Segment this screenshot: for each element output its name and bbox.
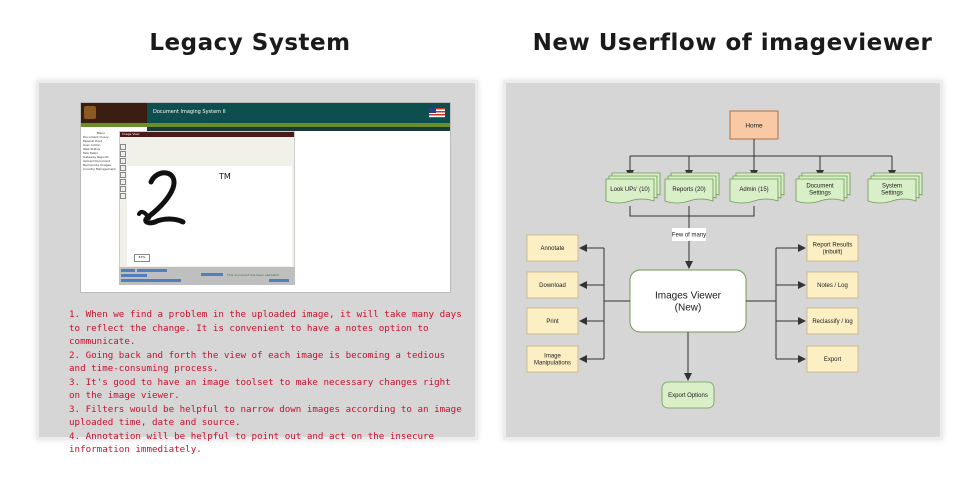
export-options-label: Export Options: [668, 393, 708, 399]
left-tool-node: [526, 271, 579, 299]
note-item: 1. When we find a problem in the uploade…: [69, 309, 462, 347]
tool-icon[interactable]: [120, 172, 126, 178]
legacy-footer-button[interactable]: [121, 274, 147, 277]
right-tool-label: Reclassify / log: [812, 319, 852, 325]
legacy-menu: Menu Document Query Paperal Print User A…: [83, 131, 119, 171]
legacy-menu-item[interactable]: Country Management: [83, 167, 116, 171]
legacy-menu-item[interactable]: Barnacode Images: [83, 163, 111, 167]
legacy-panel-title: Image View: [122, 132, 140, 136]
section-node: [729, 178, 779, 204]
section-node: [795, 178, 845, 204]
tool-icon[interactable]: [120, 165, 126, 171]
right-tool-node: [806, 307, 859, 335]
note-item: 2. Going back and forth the view of each…: [69, 349, 446, 375]
right-tool-node: [806, 271, 859, 299]
right-tool-node: [806, 234, 859, 262]
right-tool-label: Notes / Log: [817, 283, 848, 289]
legacy-logo: [81, 103, 147, 123]
section-node: [605, 178, 655, 204]
section-label: Admin (15): [739, 187, 768, 193]
section-node: [664, 178, 714, 204]
note-item: 3. It's good to have an image toolset to…: [69, 376, 451, 402]
legacy-menu-item[interactable]: Gateway Reports: [83, 155, 109, 159]
legacy-status-text: This document has been validated: [227, 273, 279, 277]
legacy-menu-item[interactable]: Document Query: [83, 135, 109, 139]
legacy-menu-item[interactable]: Upload Document: [83, 159, 111, 163]
note-item: 4. Annotation will be helpful to point o…: [69, 430, 435, 456]
legacy-footer-toolbar: This document has been validated: [119, 267, 295, 285]
left-tool-node: [526, 307, 579, 335]
legacy-zoom-field[interactable]: 67%: [134, 254, 150, 262]
few-of-many-label: Few of many: [672, 233, 706, 239]
tool-icon[interactable]: [120, 158, 126, 164]
legacy-app-title: Document Imaging System II: [153, 109, 226, 115]
left-tool-label: Download: [539, 283, 566, 289]
left-tool-node: [526, 345, 579, 373]
home-node: [729, 110, 779, 140]
legacy-image-view-header: [120, 132, 294, 137]
legacy-sub-bar: [147, 127, 450, 131]
home-label: Home: [745, 122, 763, 129]
section-label: Look UPs' (10): [610, 187, 650, 193]
legacy-menu-item[interactable]: Web Status: [83, 147, 101, 151]
tm-mark: TM: [219, 172, 231, 181]
left-tool-label: Print: [546, 319, 559, 325]
legacy-image-view: Image View TM 67%: [119, 131, 295, 281]
legacy-footer-button[interactable]: [269, 279, 289, 282]
legacy-menu-title: Menu: [96, 131, 106, 135]
userflow-panel: [503, 80, 943, 440]
section-label: Reports (20): [672, 187, 705, 193]
tool-icon[interactable]: [120, 186, 126, 192]
legacy-system-heading: Legacy System: [149, 30, 351, 56]
tool-icon[interactable]: [120, 179, 126, 185]
right-tool-label: Report Results(inbuilt): [813, 243, 853, 256]
legacy-footer-button[interactable]: [201, 273, 223, 276]
images-viewer-label: Images Viewer(New): [655, 291, 722, 314]
legacy-accent-bar: [81, 123, 450, 127]
right-tool-label: Export: [824, 357, 842, 363]
right-tool-node: [806, 345, 859, 373]
left-tool-node: [526, 234, 579, 262]
note-item: 3. Filters would be helpful to narrow do…: [69, 403, 462, 429]
pain-points-notes: 1. When we find a problem in the uploade…: [69, 308, 464, 457]
legacy-footer-button[interactable]: [121, 279, 181, 282]
handwritten-two-image: [137, 170, 186, 226]
left-tool-label: Annotate: [540, 246, 565, 252]
section-node: [867, 178, 917, 204]
legacy-menu-item[interactable]: Paperal Print: [83, 139, 103, 143]
few-of-many-tag: [672, 228, 706, 241]
shield-logo-icon: [84, 106, 96, 119]
legacy-menu-item[interactable]: Tele Tasks: [83, 151, 98, 155]
legacy-header-bar: [81, 103, 450, 123]
section-merge-line: [629, 206, 755, 217]
legacy-document-image: TM: [127, 166, 292, 266]
export-options-node: [661, 381, 715, 409]
new-userflow-heading: New Userflow of imageviewer: [532, 30, 933, 56]
legacy-image-toolbar: [120, 144, 126, 224]
tool-icon[interactable]: [120, 144, 126, 150]
legacy-footer-button[interactable]: [137, 269, 167, 272]
legacy-menu-item[interactable]: User Admin: [83, 143, 101, 147]
flag-icon: [429, 108, 445, 118]
legacy-footer-button[interactable]: [121, 269, 135, 272]
tool-icon[interactable]: [120, 151, 126, 157]
tool-icon[interactable]: [120, 193, 126, 199]
legacy-screenshot: Document Imaging System II Menu Document…: [80, 102, 451, 293]
